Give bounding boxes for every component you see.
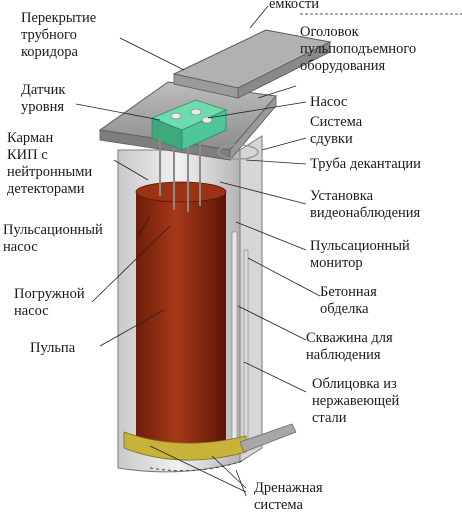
label-trench-cover: Перекрытие трубного коридора [21,10,97,60]
label-observation-well: Скважина для наблюдения [306,330,393,363]
label-blowdown: Система сдувки [310,114,363,147]
label-pulse-pump-left: Пульсационный насос [3,222,103,255]
label-submersible-pump: Погружной насос [14,286,85,319]
label-pump: Насос [310,94,348,110]
trench-corridor [172,29,332,99]
instrument-rods [159,140,201,212]
pump-block [150,99,228,151]
label-pulp: Пульпа [30,340,76,356]
label-drainage: Дренажная система [254,480,323,513]
label-instrument-pocket: Карман КИП с нейтронными детекторами [7,130,93,197]
blowdown-ring [217,144,259,160]
drainage-ring [123,423,297,461]
label-steel-liner: Облицовка из нержавеющей стали [312,376,400,426]
label-level-sensor: Датчик уровня [21,82,66,115]
label-pump-head: Оголовок пульпоподъемного оборудования [300,24,417,74]
label-video: Установка видеонаблюдения [310,188,421,221]
label-top-cut: емкости [269,0,320,12]
label-concrete: Бетонная обделка [320,284,377,317]
label-decant-pipe: Труба декантации [310,156,421,172]
leader-lines [75,5,462,497]
pulp-column [135,181,227,456]
label-pulse-monitor: Пульсационный монитор [310,238,410,271]
